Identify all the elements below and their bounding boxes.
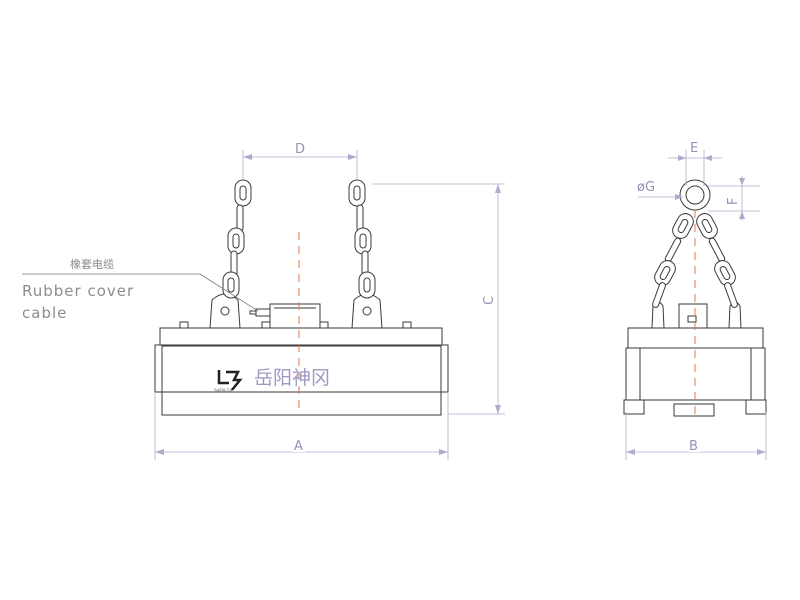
dimension-g: øG	[637, 180, 683, 200]
brand-name: 岳阳神冈	[254, 367, 330, 389]
side-lugs	[651, 301, 742, 329]
terminal-box	[249, 303, 321, 329]
side-chain-left	[651, 210, 697, 309]
dimension-e-label: E	[690, 141, 698, 156]
top-ring	[679, 179, 711, 211]
dimension-c: C	[372, 183, 505, 415]
dimension-b: B	[625, 412, 767, 460]
lifting-lug-left	[209, 293, 241, 329]
side-chain-right	[693, 210, 739, 309]
side-view: B E øG F	[623, 141, 767, 460]
brand-logo: SHEN GA	[214, 370, 243, 393]
dimension-f: F	[708, 176, 760, 221]
lifting-lug-right	[351, 293, 383, 329]
dimension-a-label: A	[294, 439, 303, 454]
dimension-e: E	[668, 141, 722, 186]
cable-callout: 橡套电缆 Rubber cover cable	[22, 258, 259, 322]
callout-chinese: 橡套电缆	[70, 258, 114, 271]
dimension-c-label: C	[482, 296, 497, 305]
callout-english-1: Rubber cover	[22, 282, 134, 300]
chain-left	[222, 179, 252, 299]
dimension-a: A	[154, 392, 449, 460]
chain-right	[348, 179, 376, 299]
front-view: SHEN GA 岳阳神冈 A D C	[22, 142, 505, 460]
dimension-d: D	[242, 142, 358, 180]
dimension-b-label: B	[689, 439, 698, 454]
brand-logo-text: SHEN GA	[214, 388, 232, 393]
dimension-g-label: øG	[637, 180, 655, 195]
callout-english-2: cable	[22, 304, 67, 322]
magnet-body-front	[154, 321, 449, 416]
dimension-d-label: D	[295, 142, 305, 157]
dimension-f-label: F	[726, 198, 741, 205]
